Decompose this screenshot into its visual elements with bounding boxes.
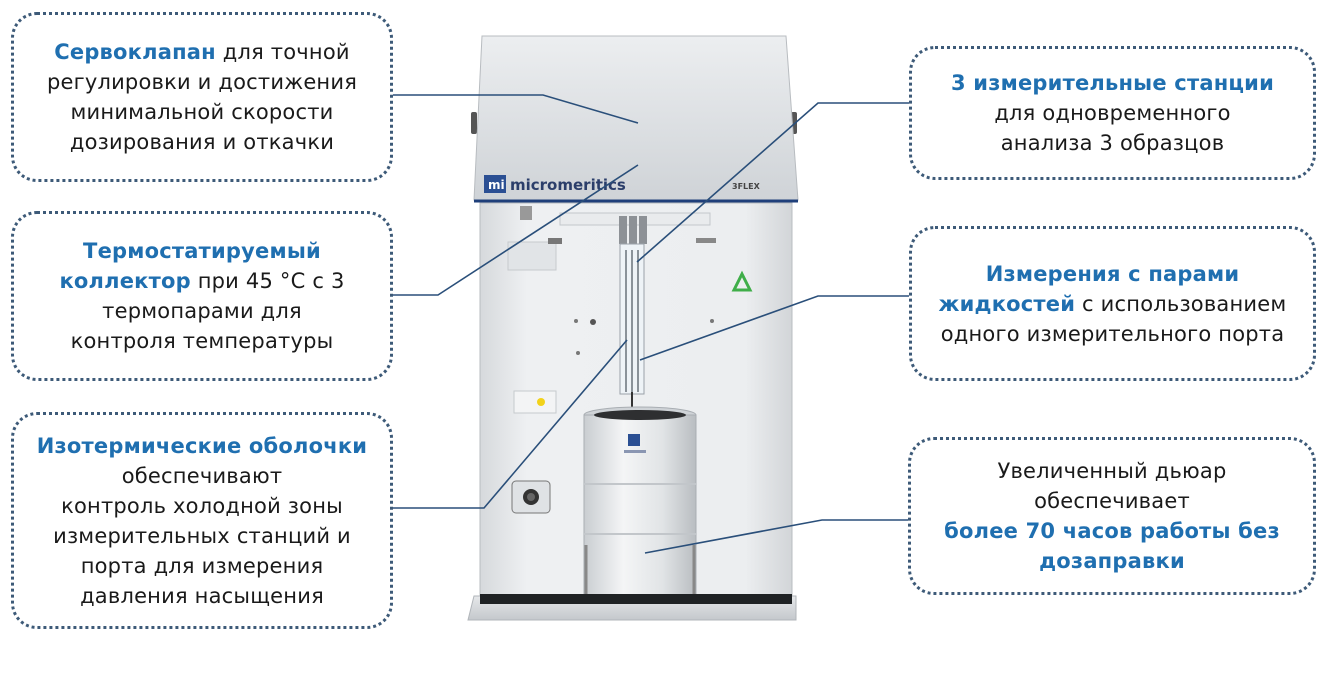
leader-dewar [644, 519, 908, 554]
left-handle [471, 112, 477, 134]
callout-thermostated-manifold: Термостатируемый коллектор при 45 °C с 3… [11, 211, 393, 381]
warning-triangle-icon [731, 270, 753, 292]
leader-vapor [639, 295, 909, 361]
panel-left [507, 241, 557, 271]
callout-isothermal-jackets: Изотермические оболочки обеспечивают кон… [11, 412, 393, 629]
callout-servo-valve: Сервоклапан для точной регулировки и дос… [11, 12, 393, 182]
leader-isothermal [393, 339, 628, 509]
label-sticker [513, 390, 557, 414]
callout-vapor-measurements: Измерения с парами жидкостей с использов… [909, 226, 1316, 381]
model-name: 3FLEX [732, 182, 761, 191]
callout-enlarged-dewar: Увеличенный дьюар обеспечивает более 70 … [908, 437, 1316, 595]
leader-stations [636, 102, 909, 263]
brand-name: micromeritics [510, 176, 626, 194]
callout-measurement-stations: 3 измерительные станции для одновременно… [909, 46, 1316, 180]
svg-text:mi: mi [488, 178, 505, 192]
dewar-logo-icon [628, 434, 640, 446]
drip-tray [480, 594, 792, 604]
leader-servo [393, 94, 639, 124]
leader-manifold [393, 164, 639, 296]
leader-lines [393, 94, 909, 554]
status-indicator-icon [537, 398, 545, 406]
micromeritics-logo-icon [484, 175, 506, 193]
valve-fitting [520, 206, 532, 220]
